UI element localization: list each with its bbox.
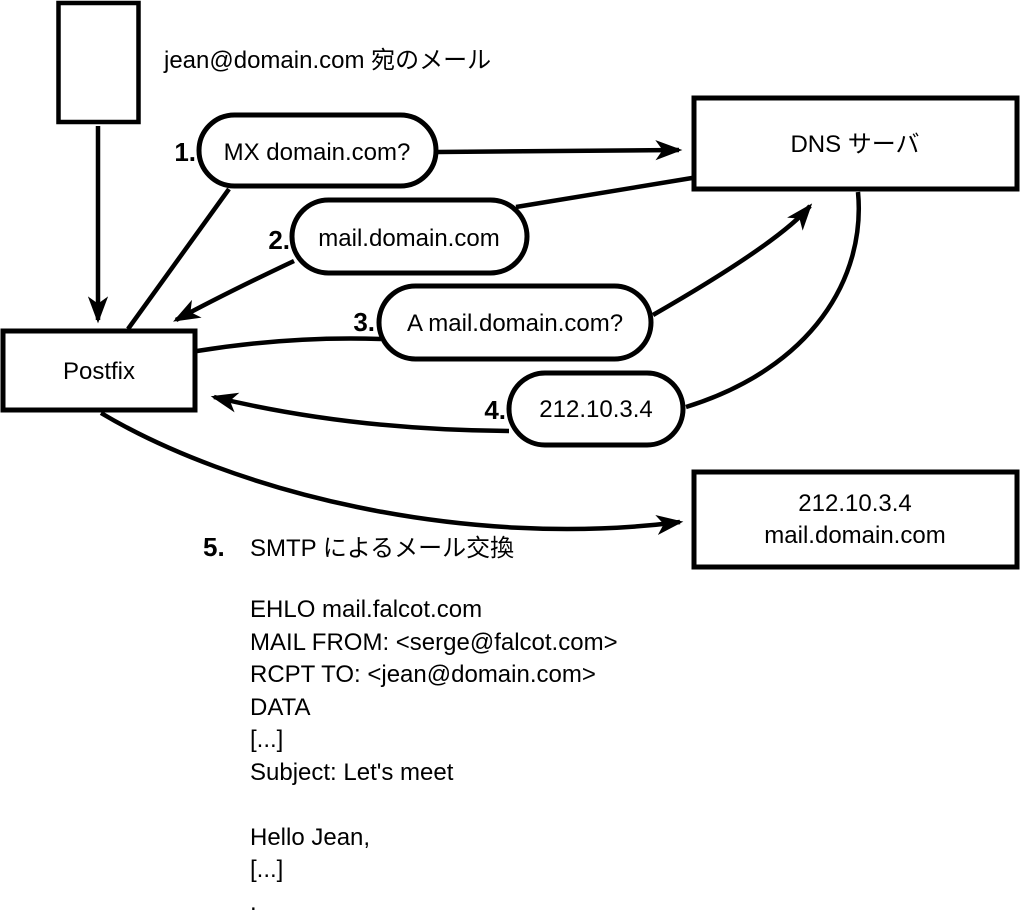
- envelope-icon: [56, 0, 141, 125]
- arrow-postfix-to-mailserver: [99, 411, 684, 536]
- postfix-label: Postfix: [63, 358, 135, 385]
- postfix-box: [0, 328, 198, 413]
- smtp-session-transcript: EHLO mail.falcot.com MAIL FROM: <serge@f…: [250, 596, 618, 916]
- connector-arrows: [87, 126, 862, 536]
- step5-label: SMTP によるメール交換: [250, 535, 514, 562]
- dns-server-box: [691, 95, 1020, 192]
- arrow-a-query-to-dns: [651, 203, 813, 317]
- mail-server-host-label: mail.domain.com: [764, 522, 945, 549]
- bubble-mx-answer: [289, 197, 530, 276]
- line-postfix-to-a-query: [196, 336, 382, 354]
- mail-server-box: [691, 469, 1020, 570]
- line-dns-to-a-answer: [685, 191, 862, 410]
- line-dns-to-mx-answer: [515, 175, 693, 210]
- step-bubbles: 1. MX domain.com? 2. mail.domain.com 3. …: [174, 112, 686, 562]
- step1-number: 1.: [174, 137, 196, 167]
- mail-note-label: jean@domain.com 宛のメール: [163, 47, 491, 74]
- bubble-a-answer: [506, 370, 686, 448]
- step1-label: MX domain.com?: [224, 139, 411, 166]
- step2-label: mail.domain.com: [318, 225, 499, 252]
- step4-number: 4.: [484, 395, 506, 425]
- arrow-mx-query-to-dns: [437, 140, 683, 161]
- bubble-mx-query: [196, 112, 439, 189]
- arrow-a-answer-to-postfix: [210, 392, 510, 434]
- dns-server-label: DNS サーバ: [790, 131, 919, 158]
- step3-label: A mail.domain.com?: [407, 310, 623, 337]
- step5-number: 5.: [203, 532, 225, 562]
- line-postfix-to-mx-query: [126, 187, 231, 331]
- step4-label: 212.10.3.4: [539, 396, 652, 423]
- step2-number: 2.: [268, 225, 290, 255]
- bubble-a-query: [376, 283, 654, 362]
- mail-server-ip-label: 212.10.3.4: [798, 490, 911, 517]
- arrow-mx-answer-to-postfix: [173, 258, 295, 322]
- step3-number: 3.: [353, 307, 375, 337]
